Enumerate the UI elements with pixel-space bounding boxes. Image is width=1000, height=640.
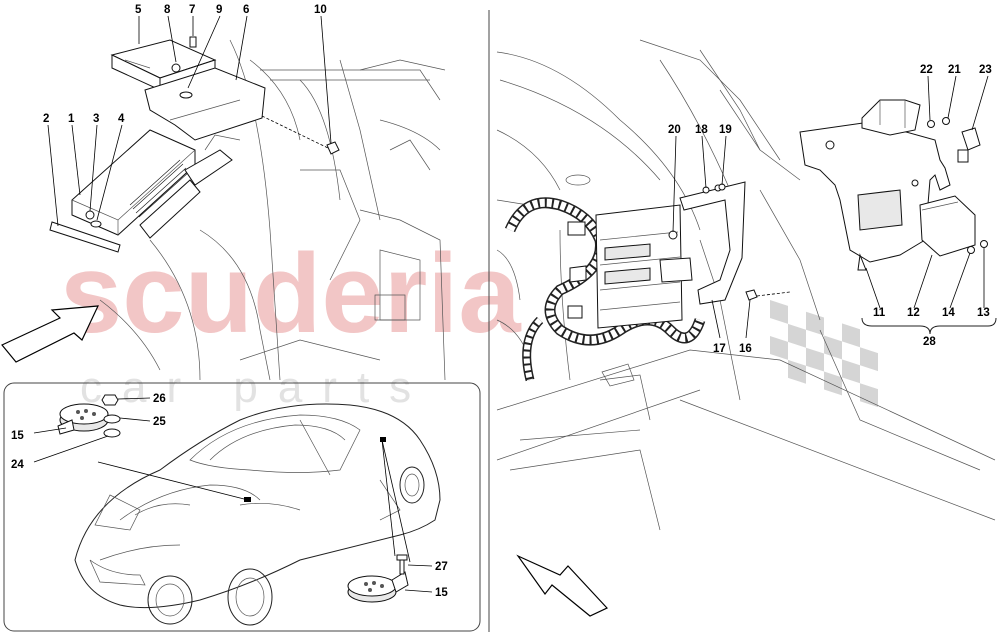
callout-26: 26 <box>153 393 166 405</box>
relay-part-23 <box>957 127 981 163</box>
callout-13: 13 <box>977 307 990 319</box>
view-direction-arrow-right <box>516 554 608 617</box>
car-outline-drawing <box>74 403 441 626</box>
callout-28: 28 <box>923 336 936 348</box>
nut-part-14 <box>967 246 975 254</box>
callout-21: 21 <box>948 64 961 76</box>
screw-part-21 <box>942 117 950 125</box>
bolt-part-27 <box>396 554 408 575</box>
checkered-flag-watermark <box>770 300 878 408</box>
callout-23: 23 <box>979 64 992 76</box>
bracket-part-11 <box>799 121 951 271</box>
callout-4: 4 <box>118 113 125 125</box>
callout-16: 16 <box>739 343 752 355</box>
spacer-part-24 <box>103 428 121 438</box>
trunk-interior-right-view <box>496 39 996 531</box>
callout-18: 18 <box>695 124 708 136</box>
washer-part-25 <box>103 414 121 424</box>
callout-12: 12 <box>907 307 920 319</box>
group-brace-28 <box>861 317 997 335</box>
nut-part-10 <box>326 141 340 155</box>
callout-25: 25 <box>153 416 166 428</box>
view-direction-arrow-left <box>1 305 99 363</box>
bracket-part-6 <box>144 67 266 141</box>
fastener-part-8 <box>171 63 181 73</box>
ecu-unit-part-1 <box>71 129 201 239</box>
callout-3: 3 <box>93 113 99 125</box>
washer-part-4 <box>90 220 102 228</box>
nut-part-20 <box>668 230 678 240</box>
mounting-rail-part-2 <box>49 221 121 253</box>
callout-2: 2 <box>43 113 49 125</box>
fuse-box-bracket-part-17 <box>679 181 746 305</box>
watermark-sub-text: car parts <box>80 363 431 412</box>
callout-17: 17 <box>713 343 726 355</box>
callout-15-bottom: 15 <box>435 587 448 599</box>
watermark: scuderia car parts <box>60 231 878 412</box>
nut-part-26 <box>101 394 119 406</box>
fuse-box-assembly <box>567 204 693 329</box>
screw-part-13 <box>980 240 988 248</box>
fastener-part-7 <box>189 36 197 48</box>
callout-5: 5 <box>135 4 142 16</box>
nut-part-22 <box>927 120 935 128</box>
callout-14: 14 <box>942 307 955 319</box>
siren-part-15-bottom <box>347 571 409 603</box>
car-inset-frame <box>3 382 481 632</box>
callout-24: 24 <box>11 459 24 471</box>
callout-7: 7 <box>189 4 195 16</box>
nut-part-16 <box>745 289 758 301</box>
callout-20: 20 <box>668 124 681 136</box>
wiring-harness <box>504 197 706 382</box>
callout-22: 22 <box>920 64 933 76</box>
trunk-interior-left-view <box>99 39 446 381</box>
control-module-part-12 <box>919 195 976 257</box>
callout-9: 9 <box>216 4 222 16</box>
callout-15-top: 15 <box>11 430 24 442</box>
relay-bracket-top <box>861 99 921 136</box>
screw-part-3 <box>85 210 95 220</box>
callout-labels: 5 8 7 9 6 10 2 1 3 4 26 25 15 24 27 15 2… <box>11 4 992 599</box>
siren-part-15-top <box>57 403 109 435</box>
callout-19: 19 <box>719 124 732 136</box>
callout-1: 1 <box>68 113 75 125</box>
callout-27: 27 <box>435 561 448 573</box>
sensor-location-rear <box>380 437 386 442</box>
callout-11: 11 <box>873 307 886 319</box>
callout-10: 10 <box>314 4 327 16</box>
callout-6: 6 <box>243 4 249 16</box>
harness-clip-left <box>184 134 241 186</box>
callout-8: 8 <box>164 4 171 16</box>
watermark-main-text: scuderia <box>60 231 521 356</box>
